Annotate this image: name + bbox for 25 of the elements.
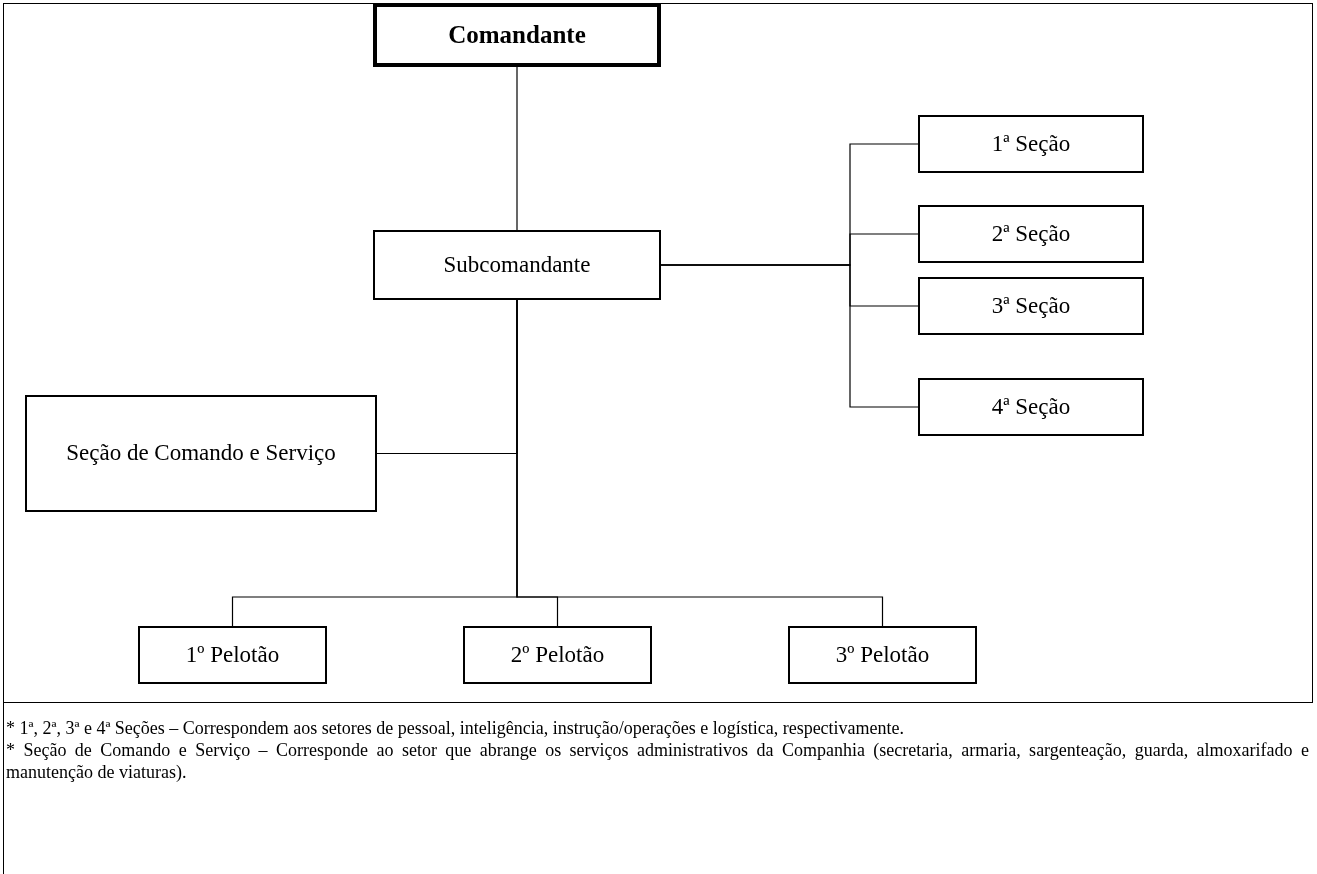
org-box xyxy=(463,626,652,684)
box-label: 1ª Seção xyxy=(991,129,1071,158)
org-box xyxy=(788,626,977,684)
connector-line xyxy=(660,264,919,408)
connector-line xyxy=(516,66,518,231)
box-label: 2º Pelotão xyxy=(510,640,605,669)
box-label: Seção de Comando e Serviço xyxy=(66,439,336,468)
box-label: 1º Pelotão xyxy=(185,640,280,669)
org-box xyxy=(918,115,1144,173)
box-label: 2ª Seção xyxy=(991,219,1071,248)
box-label: Subcomandante xyxy=(443,250,591,279)
org-box xyxy=(373,230,661,300)
box-label: 4ª Seção xyxy=(991,392,1071,421)
org-box xyxy=(918,277,1144,335)
box-label: Comandante xyxy=(448,20,586,51)
org-box xyxy=(918,378,1144,436)
box-label: 3ª Seção xyxy=(991,291,1071,320)
footnote: * Seção de Comando e Serviço – Corresponde ao setor que abrange os serviços administrativos da Companhia (secretaria, armaria, sargenteação, guarda, almoxarifado e manutenção de viaturas). xyxy=(6,739,1309,783)
org-box xyxy=(373,3,661,67)
org-box xyxy=(25,395,377,512)
connector-line xyxy=(516,299,884,627)
org-box xyxy=(918,205,1144,263)
org-box xyxy=(138,626,327,684)
footnote: * 1ª, 2ª, 3ª e 4ª Seções – Correspondem aos setores de pessoal, inteligência, instrução/operações e logística, respectivamente. xyxy=(6,717,906,739)
box-label: 3º Pelotão xyxy=(835,640,930,669)
